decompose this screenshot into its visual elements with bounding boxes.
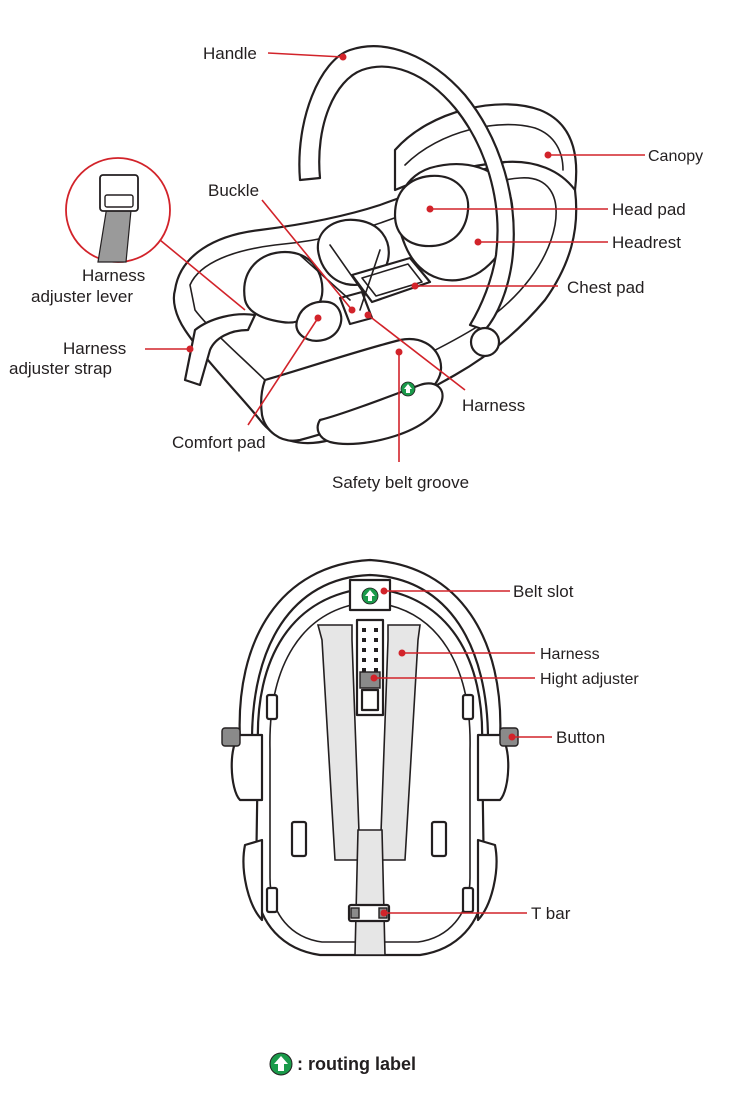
label-headrest: Headrest bbox=[612, 233, 681, 252]
slot-right-mid bbox=[430, 820, 448, 858]
comfort-pad-left bbox=[243, 250, 324, 324]
label-canopy: Canopy bbox=[648, 148, 703, 165]
label-safety-belt-groove: Safety belt groove bbox=[332, 473, 469, 492]
adjuster-strap bbox=[183, 313, 257, 387]
label-t-bar: T bar bbox=[531, 904, 571, 923]
label-harness-adjuster-strap-2: adjuster strap bbox=[9, 359, 112, 378]
label-harness-side: Harness bbox=[462, 396, 525, 415]
harness-strap-right bbox=[379, 624, 421, 861]
chest-pad-inner bbox=[361, 263, 423, 297]
slot-left-low bbox=[265, 886, 279, 914]
label-chest-pad: Chest pad bbox=[567, 278, 645, 297]
slot-left-mid bbox=[290, 820, 308, 858]
label-belt-slot: Belt slot bbox=[513, 582, 574, 601]
label-head-pad: Head pad bbox=[612, 200, 686, 219]
base-shell bbox=[316, 382, 444, 446]
routing-arrow-icon bbox=[269, 1052, 293, 1076]
t-bar-clip-l bbox=[350, 907, 360, 919]
t-bar-strap bbox=[354, 829, 386, 956]
lever-detail-callout bbox=[65, 157, 246, 311]
side-routing-label bbox=[400, 381, 416, 397]
canopy-inner bbox=[404, 123, 564, 171]
button-left bbox=[221, 727, 241, 747]
label-harness-back: Harness bbox=[540, 646, 600, 663]
side-leaders bbox=[145, 52, 645, 462]
belt-slot-routing-label bbox=[361, 587, 379, 605]
adjuster-lower bbox=[360, 688, 380, 712]
slot-right-top bbox=[461, 693, 475, 721]
adjuster-handle bbox=[359, 671, 381, 689]
belt-slot-panel bbox=[348, 578, 392, 612]
back-shell bbox=[254, 586, 486, 957]
label-harness-adjuster-lever-1: Harness bbox=[82, 266, 145, 285]
back-leaders bbox=[370, 587, 552, 917]
legend-text: : routing label bbox=[297, 1054, 416, 1074]
lower-side-left bbox=[242, 838, 264, 922]
legend: : routing label bbox=[269, 1052, 416, 1076]
label-harness-adjuster-lever-2: adjuster lever bbox=[31, 287, 133, 306]
adjuster-holes bbox=[362, 628, 378, 672]
label-buckle: Buckle bbox=[208, 181, 259, 200]
back-view: Belt slot Harness Hight adjuster Button … bbox=[221, 558, 639, 957]
side-view: Handle Canopy Buckle Head pad Headrest H… bbox=[9, 44, 703, 492]
label-handle: Handle bbox=[203, 44, 257, 63]
handle-pivot bbox=[469, 326, 501, 358]
label-comfort-pad: Comfort pad bbox=[172, 433, 266, 452]
label-button: Button bbox=[556, 728, 605, 747]
label-harness-adjuster-strap-1: Harness bbox=[63, 339, 126, 358]
slot-left-top bbox=[265, 693, 279, 721]
slot-right-low bbox=[461, 886, 475, 914]
label-hight-adjuster: Hight adjuster bbox=[540, 671, 639, 688]
lower-side-right bbox=[476, 838, 498, 922]
